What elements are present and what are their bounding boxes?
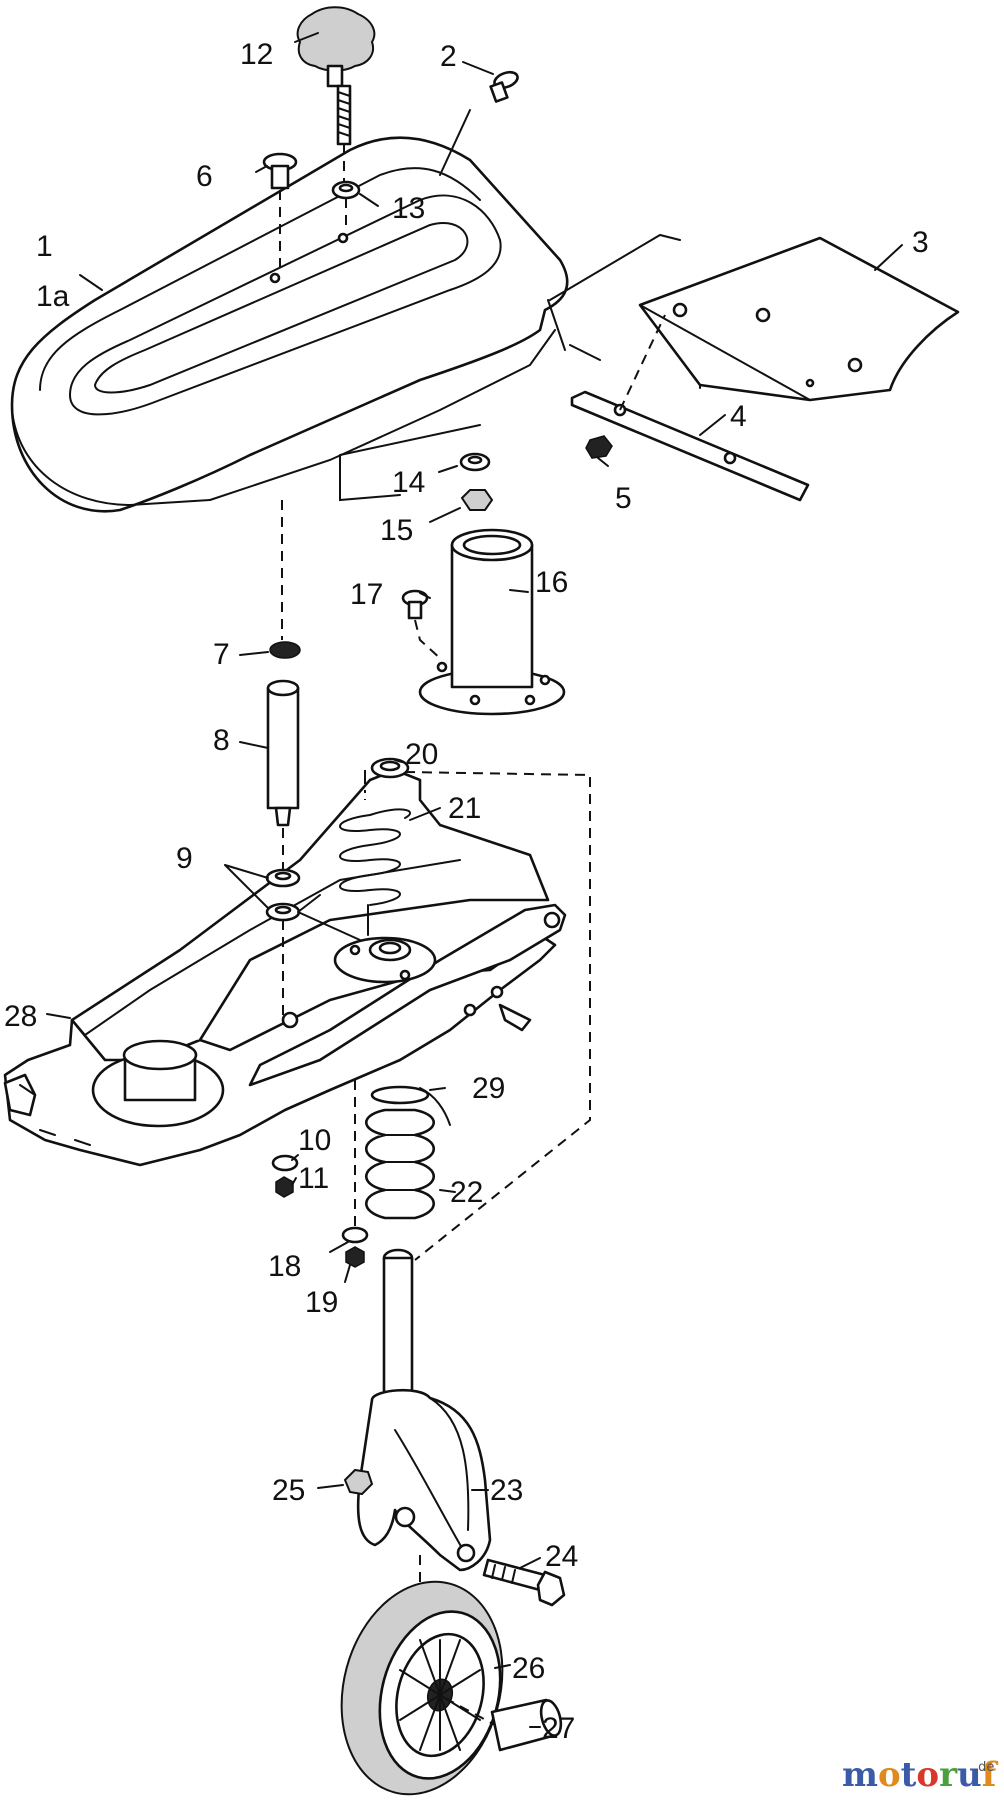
part-label-16: 16 (535, 566, 568, 599)
part-label-1a: 1a (36, 280, 70, 313)
part-label-22: 22 (450, 1176, 483, 1209)
spring-seat (281, 936, 437, 1029)
screw (262, 152, 298, 270)
part-label-11: 11 (298, 1162, 329, 1195)
bolt (482, 1558, 566, 1607)
part-label-26: 26 (512, 1652, 545, 1685)
watermark-suffix: .de (974, 1760, 994, 1775)
part-label-2: 2 (440, 40, 457, 73)
part-label-6: 6 (196, 160, 213, 193)
plate (547, 233, 960, 402)
part-label-18: 18 (268, 1250, 301, 1283)
washer (370, 757, 410, 779)
nut (343, 1468, 374, 1496)
hose-clamp (370, 1085, 451, 1126)
part-label-1: 1 (36, 230, 53, 263)
part-label-5: 5 (615, 482, 632, 515)
wheel-fork (356, 1248, 492, 1572)
part-label-17: 17 (350, 578, 383, 611)
part-label-28: 28 (4, 1000, 37, 1033)
axle-sleeve (444, 1697, 563, 1752)
part-label-21: 21 (448, 792, 481, 825)
washer-nut (271, 1154, 299, 1198)
screw (401, 589, 443, 661)
watermark-letter: f (982, 1755, 999, 1795)
part-label-19: 19 (305, 1286, 338, 1319)
part-label-8: 8 (213, 724, 230, 757)
watermark-letter: r (939, 1755, 958, 1795)
watermark-letter: o (916, 1755, 939, 1795)
part-label-27: 27 (542, 1712, 575, 1745)
watermark-letter: u (957, 1755, 982, 1795)
washers (224, 864, 361, 1015)
watermark-letter: o (878, 1755, 901, 1795)
part-label-25: 25 (272, 1474, 305, 1507)
screw (489, 70, 519, 103)
knob-bolt (296, 6, 376, 185)
washer-nut (341, 1080, 369, 1268)
part-label-23: 23 (490, 1474, 523, 1507)
part-label-20: 20 (405, 738, 438, 771)
part-label-3: 3 (912, 226, 929, 259)
top-cover (10, 136, 569, 513)
part-label-9: 9 (176, 842, 193, 875)
spring (339, 770, 412, 936)
leader-lines (46, 32, 903, 1728)
wheel (340, 1555, 504, 1796)
part-label-13: 13 (392, 192, 425, 225)
part-label-4: 4 (730, 400, 747, 433)
part-label-24: 24 (545, 1540, 578, 1573)
svg-text:motoruf: motoruf (842, 1755, 999, 1795)
part-label-14: 14 (392, 466, 425, 499)
tube (418, 528, 566, 716)
side-arm (248, 903, 567, 1087)
strip (570, 314, 810, 502)
watermark-letter: m (842, 1755, 878, 1795)
part-label-12: 12 (240, 38, 273, 71)
bellows (365, 1108, 435, 1220)
washer-nut-stack (339, 424, 494, 511)
watermark-letter: t (901, 1755, 917, 1795)
washer (331, 180, 361, 232)
part-label-15: 15 (380, 514, 413, 547)
nut (585, 435, 613, 459)
watermark-logo: motoruf .de (842, 1755, 999, 1795)
spacer-tube (266, 500, 301, 870)
part-label-7: 7 (213, 638, 230, 671)
part-label-29: 29 (472, 1072, 505, 1105)
part-label-10: 10 (298, 1124, 331, 1157)
part-labels: 12 2 6 13 1 1a 3 4 5 14 15 16 17 7 8 20 … (4, 38, 929, 1745)
assembly-guide (404, 771, 591, 1261)
